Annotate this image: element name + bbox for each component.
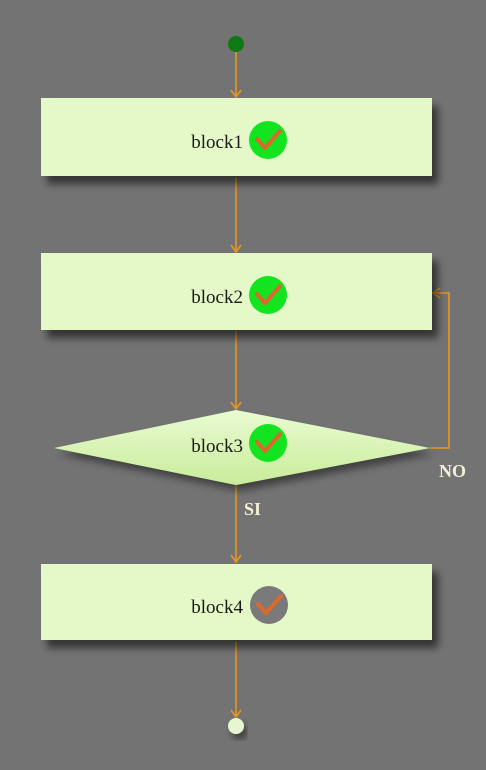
check-circle-icon [249,121,287,159]
arrowhead [230,244,242,254]
check-circle-icon [250,586,288,624]
edge-label-yes: SI [244,499,261,519]
check-circle-icon [249,276,287,314]
connector-loop-no [430,292,450,449]
block3-label: block3 [191,436,243,457]
arrowhead [431,287,441,299]
block4-box [41,564,432,640]
block4-label: block4 [191,597,243,618]
block1-box [41,98,432,176]
connectors [230,52,450,719]
start-node [228,36,244,52]
block3-diamond [54,410,430,485]
block1[interactable]: block1 [41,98,432,176]
block3-decision[interactable]: block3 [54,410,430,485]
block2-box [41,253,432,330]
arrowhead [230,89,242,99]
edge-label-no: NO [439,461,466,481]
block2-label: block2 [191,287,243,308]
block2[interactable]: block2 [41,253,432,330]
block1-label: block1 [191,132,243,153]
arrowhead [230,401,242,411]
block4[interactable]: block4 [41,564,432,640]
check-circle-icon [249,424,287,462]
arrowhead [230,709,242,719]
end-node [228,718,244,734]
arrowhead [230,554,242,564]
